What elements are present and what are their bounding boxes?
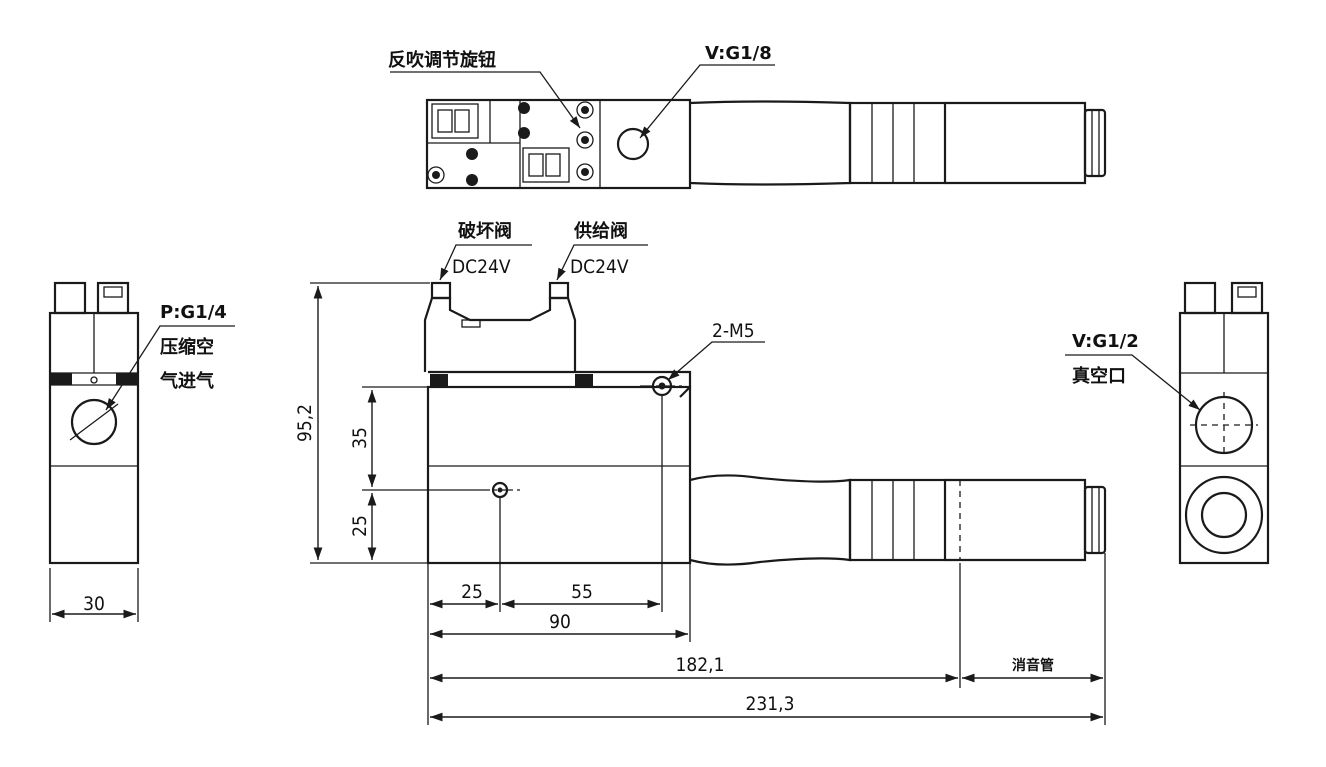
silencer-label: 消音管 bbox=[1012, 657, 1054, 674]
valve-right-voltage: DC24V bbox=[570, 256, 629, 278]
left-view-port-circle bbox=[70, 398, 118, 446]
left-port-desc-1: 压缩空 bbox=[160, 336, 214, 358]
valve-right-name: 供给阀 bbox=[573, 220, 628, 242]
thread-label: 2-M5 bbox=[712, 320, 755, 342]
right-view-silencer-end bbox=[1184, 475, 1264, 555]
top-view-port-circle bbox=[616, 127, 650, 161]
left-view: P:G1/4 压缩空 气进气 30 bbox=[48, 281, 235, 622]
dim-height-total: 95,2 bbox=[294, 404, 316, 442]
top-view: 反吹调节旋钮 V:G1/8 bbox=[388, 43, 1107, 190]
knob-label: 反吹调节旋钮 bbox=[388, 49, 496, 71]
dim-height-upper: 35 bbox=[349, 427, 371, 449]
right-port-label: V:G1/2 bbox=[1072, 331, 1139, 352]
top-view-block bbox=[425, 98, 692, 190]
top-view-silencer bbox=[689, 100, 852, 186]
right-view: V:G1/2 真空口 bbox=[1065, 281, 1270, 565]
dim-x-90: 90 bbox=[549, 611, 571, 633]
top-port-label: V:G1/8 bbox=[705, 43, 772, 64]
left-port-label: P:G1/4 bbox=[160, 302, 227, 323]
dim-x-231: 231,3 bbox=[746, 693, 795, 715]
front-silencer bbox=[689, 474, 852, 566]
left-port-desc-2: 气进气 bbox=[159, 370, 214, 392]
dim-x-182: 182,1 bbox=[676, 654, 725, 676]
valve-left-name: 破坏阀 bbox=[458, 220, 512, 242]
dim-x-25: 25 bbox=[461, 581, 483, 603]
right-port-desc: 真空口 bbox=[1072, 365, 1126, 387]
dim-x-55: 55 bbox=[571, 581, 593, 603]
left-width-dim: 30 bbox=[83, 593, 105, 615]
front-view: 破坏阀 DC24V 供给阀 DC24V 2-M5 95,2 35 25 25 5… bbox=[294, 220, 1107, 725]
front-valve-assembly bbox=[423, 296, 577, 372]
front-main-body bbox=[426, 385, 692, 565]
dim-height-lower: 25 bbox=[349, 515, 371, 537]
valve-left-voltage: DC24V bbox=[452, 256, 511, 278]
